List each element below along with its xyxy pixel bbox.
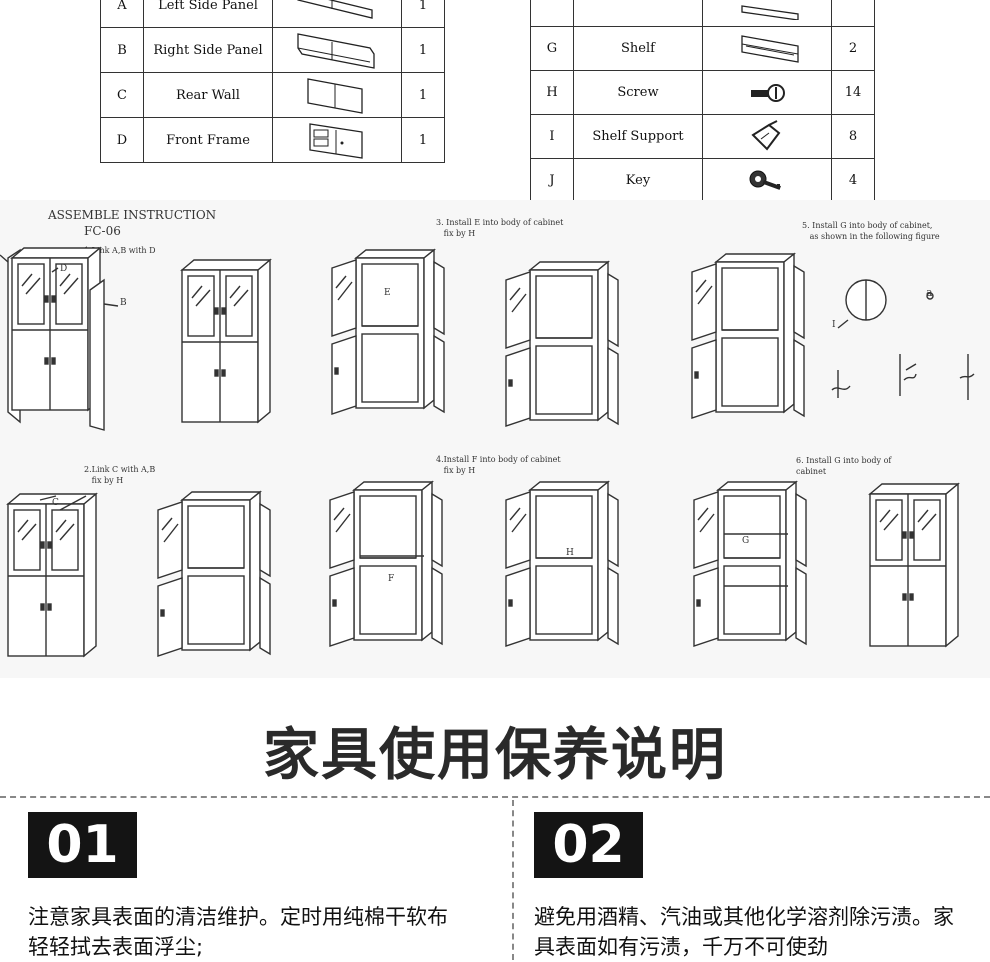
parts-table-left: A Left Side Panel 1 B Right Side Panel 1… [100,0,445,163]
divider-vertical [512,800,514,960]
step-3-note: 3. Install E into body of cabinet fix by… [436,218,564,238]
step-5-note: 5. Install G into body of cabinet, as sh… [802,221,940,241]
care-number-1: 01 [28,812,137,878]
key-icon [702,158,832,203]
part-name: Left Side Panel [143,0,273,28]
shelf-support-icon [702,114,832,159]
side-panel-icon [272,27,402,73]
part-id: B [100,27,144,73]
part-name: Rear Wall [143,72,273,118]
step-2-note: 2.Link C with A,B fix by H [84,465,156,485]
side-panel-icon [272,0,402,28]
part-name: Front Frame [143,117,273,163]
label-e: E [384,288,391,298]
part-qty: 1 [401,72,445,118]
table-row [530,0,875,27]
shelf-icon [702,26,832,71]
rear-wall-icon [272,72,402,118]
part-qty: 8 [831,114,875,159]
label-i: I [832,320,836,330]
part-name: Shelf [573,26,703,71]
table-row: I Shelf Support 8 [530,114,875,159]
instruction-title: ASSEMBLE INSTRUCTION [48,208,217,222]
care-text-1: 注意家具表面的清洁维护。定时用纯棉干软布轻轻拭去表面浮尘; [28,905,448,959]
step-4-note: 4.Install F into body of cabinet fix by … [436,455,561,475]
part-name [573,0,703,27]
care-number-2: 02 [534,812,643,878]
divider-horizontal [0,796,990,798]
part-qty: 1 [401,27,445,73]
label-d: D [60,264,68,274]
part-qty [831,0,875,27]
label-f: F [388,574,395,584]
table-row: J Key 4 [530,158,875,203]
label-b: B [120,298,127,308]
instruction-model: FC-06 [84,224,121,238]
panel-icon [702,0,832,27]
assembly-instructions: ASSEMBLE INSTRUCTION FC-06 1.Link A,B wi… [0,200,990,678]
table-row: A Left Side Panel 1 [100,0,445,28]
part-id [530,0,574,27]
care-text-2: 避免用酒精、汽油或其他化学溶剂除污渍。家具表面如有污渍，千万不可使劲 [534,905,954,959]
part-id: J [530,158,574,203]
front-frame-icon [272,117,402,163]
label-g: G [742,536,750,546]
table-row: G Shelf 2 [530,26,875,71]
parts-table-right: G Shelf 2 H Screw 14 I Shelf Support 8 J [530,0,875,203]
table-row: H Screw 14 [530,70,875,115]
part-id: D [100,117,144,163]
care-title: 家具使用保养说明 [263,723,727,788]
part-qty: 2 [831,26,875,71]
part-name: Shelf Support [573,114,703,159]
part-qty: 1 [401,117,445,163]
part-id: I [530,114,574,159]
part-id: C [100,72,144,118]
part-id: H [530,70,574,115]
part-id: G [530,26,574,71]
step-6-note: 6. Install G into body of cabinet [796,456,892,476]
assembly-drawings [0,247,975,657]
part-qty: 4 [831,158,875,203]
part-qty: 14 [831,70,875,115]
label-a: a [926,286,933,299]
table-row: D Front Frame 1 [100,117,445,163]
table-row: C Rear Wall 1 [100,72,445,118]
part-name: Key [573,158,703,203]
part-name: Screw [573,70,703,115]
table-row: B Right Side Panel 1 [100,27,445,73]
screw-icon [702,70,832,115]
part-name: Right Side Panel [143,27,273,73]
part-qty: 1 [401,0,445,28]
label-h: H [566,548,574,558]
part-id: A [100,0,144,28]
label-c: C [52,498,59,508]
